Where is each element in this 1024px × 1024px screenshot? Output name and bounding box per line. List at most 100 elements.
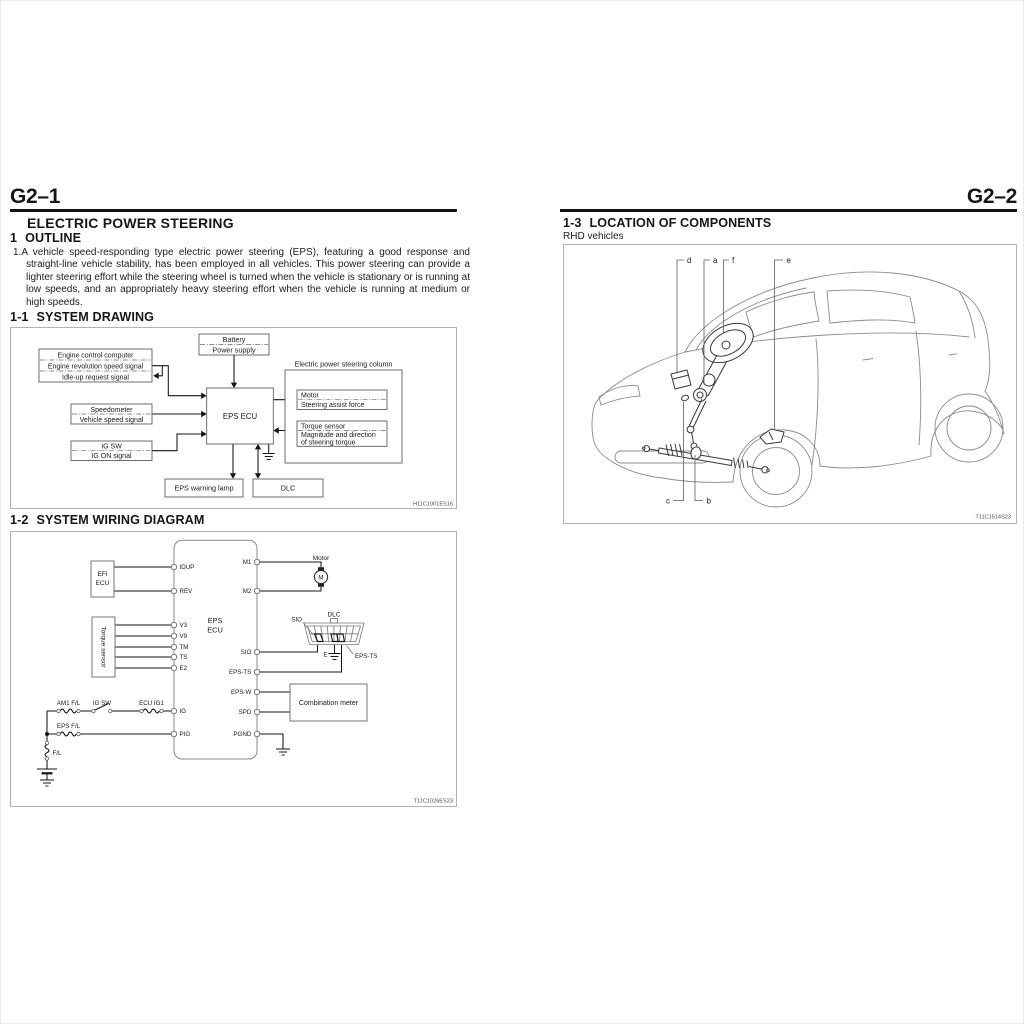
callout-d-label: d	[687, 256, 691, 265]
efi-ecu-box: EFI ECU	[90, 560, 115, 598]
terminal-ts: TS	[180, 654, 188, 661]
speedometer-sub: Vehicle speed signal	[80, 417, 144, 424]
dlc-label: DLC	[281, 484, 295, 493]
component-location-figure: d a f e c b T11C1514S23	[563, 244, 1017, 524]
wiring-ecu-line2: ECU	[207, 626, 223, 635]
rack-boot-left	[665, 443, 683, 457]
terminal-m2: M2	[243, 588, 252, 595]
figure-code-location: T11C1514S23	[975, 515, 1011, 521]
engine-line3: Idle-up request signal	[62, 375, 129, 382]
callout-lines: d a f e c b	[666, 256, 792, 506]
combination-meter-box: Combination meter	[289, 683, 368, 722]
column-group-label: Electric power steering column	[295, 360, 393, 369]
terminal-idup: IDUP	[180, 564, 195, 571]
outline-heading: 1 OUTLINE	[10, 231, 81, 245]
figure-border	[563, 244, 1017, 524]
universal-joint-upper	[686, 425, 695, 434]
header-rule-left	[10, 209, 457, 212]
eps-ecu-unit	[670, 369, 692, 390]
steering-wheel-hub	[721, 340, 731, 350]
page-code-right: G2–2	[966, 185, 1017, 208]
terminal-eps-w: EPS-W	[231, 689, 251, 696]
ecu-left-terminals: IDUP REV V3 V9 TM TS E2 IG PIG	[170, 563, 195, 738]
engine-computer-box: Engine control computer Engine revolutio…	[38, 348, 153, 383]
steering-column-group: Electric power steering column Motor Ste…	[284, 360, 403, 464]
engine-line2: Engine revolution speed signal	[48, 364, 144, 371]
rack-boot-right	[733, 457, 749, 469]
terminal-tm: TM	[180, 644, 189, 651]
battery-box: Battery Power supply	[198, 333, 270, 356]
e-connector-label: E	[323, 652, 327, 659]
header-rule-right	[560, 209, 1017, 212]
callout-e-label: e	[787, 256, 792, 265]
callout-c-label: c	[666, 497, 670, 506]
efi-line2: ECU	[96, 580, 110, 587]
wiring-torque-sensor-label: Torque sensor	[100, 626, 107, 668]
column-switch-body	[702, 373, 716, 387]
page-code-left: G2–1	[10, 185, 61, 208]
ecu-right-terminals: M1 M2 SIO EPS-TS EPS-W SPD PGND	[229, 558, 261, 738]
system-drawing-figure: Battery Power supply Engine control comp…	[10, 327, 457, 509]
terminal-eps-ts: EPS-TS	[229, 669, 251, 676]
figure-code-wiring: T11C1026ES23	[414, 799, 453, 805]
wheel-arch-component	[759, 428, 785, 445]
intermediate-shaft	[688, 398, 707, 429]
ig-sw-sub: IG ON signal	[91, 453, 132, 460]
terminal-pig: PIG	[180, 731, 191, 738]
fuse-am1-label: AM1 F/L	[57, 700, 81, 707]
fuse-ecuig1-label: ECU IG1	[139, 700, 164, 707]
ig-sw-title: IG SW	[101, 444, 122, 451]
callout-a-label: a	[713, 256, 718, 265]
wiring-diagram-figure: EPS ECU IDUP REV V3 V9 TM TS E2 IG PIG M…	[10, 531, 457, 807]
wiring-wires	[37, 561, 343, 787]
ig-sw-box: IG SW IG ON signal	[70, 440, 153, 461]
terminal-pgnd: PGND	[233, 731, 251, 738]
fuse-eps-label: EPS F/L	[57, 723, 81, 730]
efi-line1: EFI	[97, 571, 107, 578]
torque-title: Torque sensor	[301, 424, 346, 431]
motor-box: Motor Steering assist force	[296, 389, 388, 410]
terminal-rev: REV	[180, 588, 194, 595]
motor-sub: Steering assist force	[301, 402, 365, 409]
engine-title: Engine control computer	[58, 353, 135, 360]
motor-symbol: M	[318, 574, 323, 581]
wiring-motor-label: Motor	[313, 555, 330, 562]
wiring-torque-sensor-box: Torque sensor	[91, 616, 116, 678]
callout-b-label: b	[707, 497, 712, 506]
battery-sub: Power supply	[212, 346, 256, 355]
figure-border	[10, 531, 457, 807]
outline-number: 1	[10, 231, 18, 245]
outline-title: OUTLINE	[25, 231, 82, 245]
warning-lamp-label: EPS warning lamp	[174, 484, 233, 493]
fuse-igsw-label: IG SW	[93, 700, 111, 707]
speedometer-box: Speedometer Vehicle speed signal	[70, 403, 153, 425]
sio-connector-label: SIO	[291, 617, 302, 624]
speedometer-title: Speedometer	[90, 407, 133, 414]
dlc-connector: DLC SIO E EPS-TS	[291, 612, 377, 661]
motor-title: Motor	[301, 392, 320, 399]
figure-code-system: H11C1001ES16	[413, 502, 453, 508]
fuse-fl-label: F/L	[53, 750, 62, 757]
eps-ts-connector-label: EPS-TS	[355, 653, 377, 660]
wiring-ecu-line1: EPS	[208, 616, 223, 625]
terminal-ig: IG	[180, 708, 187, 715]
terminal-sio: SIO	[241, 649, 252, 656]
warning-lamp-box: EPS warning lamp	[164, 478, 244, 498]
callout-f-label: f	[732, 256, 735, 265]
terminal-spd: SPD	[239, 709, 252, 716]
fuse-labels: AM1 F/L IG SW ECU IG1 EPS F/L F/L	[53, 700, 165, 757]
terminal-v3: V3	[180, 622, 188, 629]
combination-meter-label: Combination meter	[299, 700, 359, 707]
torque-line3: of steering torque	[301, 439, 356, 446]
battery-title: Battery	[223, 335, 246, 344]
terminal-m1: M1	[243, 559, 252, 566]
outline-item-prefix: 1.	[13, 247, 22, 258]
eps-ecu-label: EPS ECU	[223, 412, 258, 421]
torque-line2: Magnitude and direction	[301, 432, 376, 439]
wiring-motor: Motor M	[313, 555, 330, 587]
outline-paragraph: 1.A vehicle speed-responding type electr…	[13, 247, 470, 309]
small-sensor	[681, 394, 689, 402]
